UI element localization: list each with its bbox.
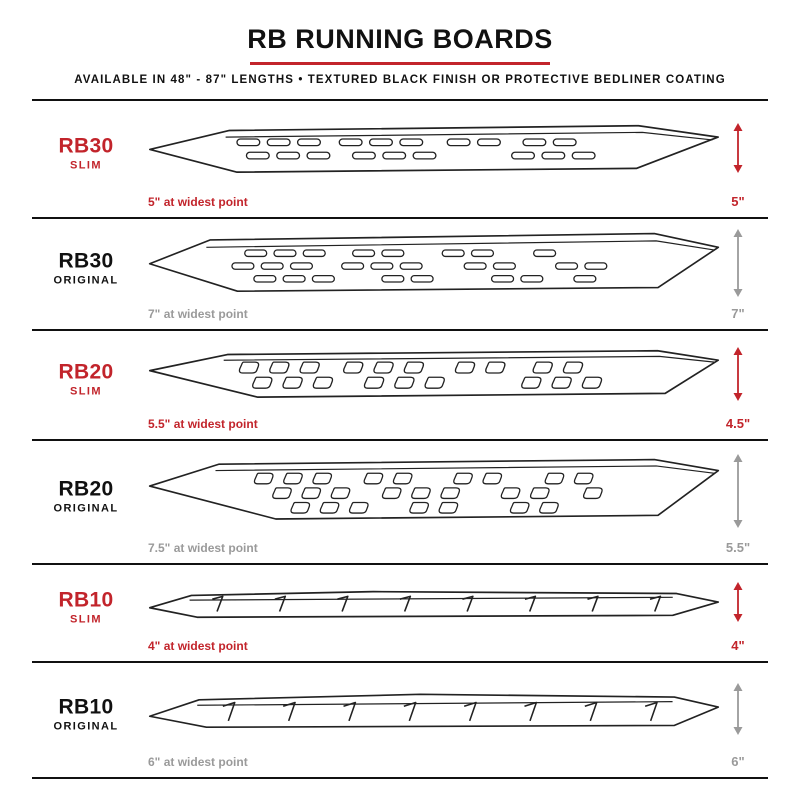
- board-rows: RB30 SLIM 5" at widest point: [32, 99, 768, 779]
- running-board-illustration: [148, 349, 720, 398]
- board-label: RB30 ORIGINAL: [32, 250, 140, 287]
- page-header: RB RUNNING BOARDS AVAILABLE IN 48" - 87"…: [0, 0, 800, 86]
- board-label: RB30 SLIM: [32, 135, 140, 172]
- board-row-rb20-slim: RB20 SLIM 5.5" at widest point: [32, 331, 768, 441]
- board-variant: SLIM: [70, 613, 102, 626]
- board-label: RB20 SLIM: [32, 361, 140, 398]
- height-arrow: [724, 337, 752, 411]
- width-note: 5.5" at widest point: [148, 417, 258, 431]
- running-board-illustration: [148, 459, 720, 521]
- board-row-rb10-slim: RB10 SLIM 4" at widest point: [32, 565, 768, 663]
- height-arrow: [724, 107, 752, 189]
- height-label: 7": [731, 306, 745, 321]
- vertical-dimension-arrow-icon: [733, 454, 743, 528]
- board-label: RB10 SLIM: [32, 589, 140, 626]
- vertical-dimension-arrow-icon: [733, 347, 743, 401]
- running-board-illustration: [149, 124, 719, 173]
- board-drawing-rb20-original: [146, 447, 722, 537]
- board-variant: ORIGINAL: [53, 502, 119, 515]
- board-variant: ORIGINAL: [53, 720, 119, 733]
- board-label: RB10 ORIGINAL: [32, 696, 140, 733]
- height-arrow: [724, 571, 752, 633]
- vertical-dimension-arrow-icon: [733, 683, 743, 735]
- running-board-illustration: [148, 232, 720, 293]
- width-note: 6" at widest point: [148, 755, 248, 769]
- vertical-dimension-arrow-icon: [733, 229, 743, 297]
- height-label: 4": [731, 638, 745, 653]
- board-drawing-rb10-slim: [146, 571, 722, 635]
- width-note: 7" at widest point: [148, 307, 248, 321]
- height-label: 6": [731, 754, 745, 769]
- width-note: 5" at widest point: [148, 195, 248, 209]
- running-board-illustration: [148, 693, 720, 729]
- height-label: 5": [731, 194, 745, 209]
- board-row-rb30-slim: RB30 SLIM 5" at widest point: [32, 101, 768, 219]
- height-label: 4.5": [725, 416, 751, 431]
- width-note: 4" at widest point: [148, 639, 248, 653]
- vertical-dimension-arrow-icon: [733, 582, 743, 622]
- running-board-illustration: [148, 590, 720, 619]
- height-arrow: [724, 447, 752, 535]
- title-underline: [250, 62, 550, 65]
- board-drawing-rb20-slim: [146, 337, 722, 413]
- height-label: 5.5": [725, 540, 751, 555]
- board-model: RB20: [58, 360, 114, 384]
- height-arrow: [724, 669, 752, 749]
- board-drawing-rb30-original: [146, 225, 722, 303]
- vertical-dimension-arrow-icon: [733, 123, 743, 173]
- board-variant: SLIM: [70, 385, 102, 398]
- board-model: RB20: [58, 477, 114, 501]
- page-title: RB RUNNING BOARDS: [247, 24, 553, 54]
- board-drawing-rb30-slim: [146, 107, 722, 191]
- board-row-rb20-original: RB20 ORIGINAL 7.5" at widest point: [32, 441, 768, 565]
- board-row-rb30-original: RB30 ORIGINAL 7" at widest: [32, 219, 768, 331]
- board-label: RB20 ORIGINAL: [32, 478, 140, 515]
- page-subtitle: AVAILABLE IN 48" - 87" LENGTHS • TEXTURE…: [74, 74, 726, 86]
- board-model: RB30: [58, 134, 114, 158]
- board-model: RB30: [58, 249, 114, 273]
- board-model: RB10: [58, 588, 114, 612]
- board-drawing-rb10-original: [146, 669, 722, 751]
- board-variant: ORIGINAL: [53, 274, 119, 287]
- board-model: RB10: [58, 695, 114, 719]
- board-variant: SLIM: [70, 159, 102, 172]
- width-note: 7.5" at widest point: [148, 541, 258, 555]
- height-arrow: [724, 225, 752, 301]
- board-row-rb10-original: RB10 ORIGINAL 6" at widest point: [32, 663, 768, 779]
